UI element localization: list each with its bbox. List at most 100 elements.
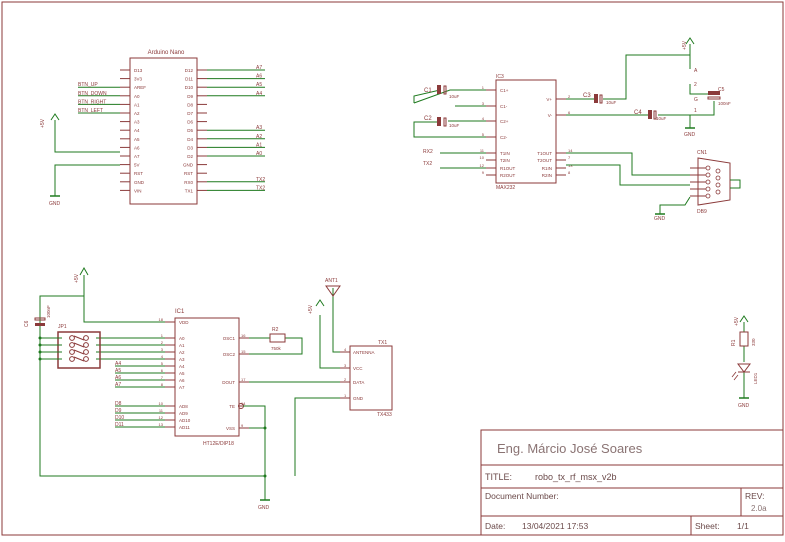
led-5v-label: +5V [734,316,740,326]
c2-wires [413,120,486,138]
max232-left-pin-label: C1+ [500,88,509,93]
arduino-body [129,57,198,205]
dip-contact [83,356,89,362]
max232-right-pin-number: 2 [568,94,571,99]
encoder-left-pin-number: 6 [161,368,164,373]
sheet-value: 1/1 [737,521,749,531]
encoder-right-pin-number: 15 [241,349,246,354]
tx-module-pin-label: ANTENNA [353,350,375,355]
arduino-left-pin-label: A0 [134,94,140,99]
max232-left-pin-number: 1 [482,85,485,90]
r2-ref: R2 [272,327,279,333]
db9-name: DB9 [697,209,707,215]
max232-right-pin-number: 8 [568,170,571,175]
led-5v-arrow [739,315,749,323]
dip-contact [69,349,75,355]
arduino-net-label: A3 [256,125,262,131]
arduino-right-pin-label: D11 [185,77,193,82]
max232-left-pin-label: C1- [500,104,508,109]
c3-plate-b [599,94,603,104]
encoder-data-label: D10 [115,415,124,421]
c4-value: 10uF [656,116,667,121]
c1-plate-a [437,85,441,94]
arduino-left-pin-label: D13 [134,68,143,73]
encoder-left-pin-label: A4 [179,364,185,369]
c1-wires [413,89,486,107]
encoder-right-pin-number: 17 [241,377,246,382]
arduino-left-pin-label: RST [134,171,143,176]
arduino-left-pin-label: A1 [134,102,140,107]
max232-left-pin-number: 4 [482,116,485,121]
arduino-net-label: A6 [256,74,262,80]
dip-switch-body[interactable] [57,331,101,369]
max232-left-pin-label: T1IN [500,151,510,156]
max232-left-pin-label: C2+ [500,119,509,124]
led-block: +5V R1 330 LED1 GND [731,315,758,409]
max-rx-label: RX2 [423,149,433,155]
c1-ref: C1 [424,88,432,94]
antenna-label: ANT1 [325,278,338,284]
arduino-left-pin-label: A7 [134,154,140,159]
c3-plate-a [594,94,598,103]
arduino-gnd-wire [54,164,120,196]
title-block: Eng. Márcio José Soares TITLE: robo_tx_r… [480,429,784,536]
c6-plate-b [35,323,45,326]
dip-left-wires [40,337,62,360]
c2-ref: C2 [424,116,432,122]
arduino-gnd-label: GND [49,201,61,207]
arduino-right-pin-label: D6 [187,120,193,125]
c5-ref: C5 [718,87,725,93]
arduino-nano-block: Arduino Nano D133V3AREFA0A1A2A3A4A5A6A75… [40,50,265,207]
tx-5v-label: +5V [308,304,314,314]
arduino-left-pin-label: GND [134,180,145,185]
encoder-left-pin-number: 1 [161,333,164,338]
arduino-net-label: A4 [256,91,262,97]
arduino-net-label: A0 [256,151,262,157]
encoder-left-pin-label: A0 [179,336,185,341]
antenna-symbol [325,285,341,297]
encoder-left-pin-label: VDD [179,320,189,325]
r2-value: 750k [271,346,282,351]
dip-ref: JP1 [58,324,67,330]
max-5v-arrow [685,37,695,45]
arduino-net-label: TX2 [256,185,265,191]
max232-left-pin-number: 10 [480,155,485,160]
db9-pin [705,186,711,192]
max-serial-wires [440,152,486,169]
arduino-right-pin-label: D5 [187,128,193,133]
encoder-left-pin-number: 7 [161,375,164,380]
arduino-right-pin-label: D9 [187,94,193,99]
led-ref: LED1 [753,372,758,384]
arduino-right-pin-label: RST [184,171,193,176]
encoder-right-pin-label: VSS [226,426,235,431]
encoder-left-pin-label: A5 [179,371,185,376]
max-5v-label: +5V [682,40,688,50]
c4-plate-b [653,110,657,120]
max232-right-pin-number: 6 [568,110,571,115]
arduino-button-label: BTN_UP [78,82,98,88]
arduino-right-pin-label: D10 [185,85,194,90]
max232-block: IC3 MAX232 C1+1C1-3C2+4C2-5T1IN11T2IN10R… [413,37,741,222]
arduino-button-label: BTN_DOWN [78,91,107,97]
encoder-left-pin-label: A7 [179,385,185,390]
c1-value: 10uF [449,94,460,99]
encoder-left-pin-label: A2 [179,350,185,355]
c3-ref: C3 [583,93,591,99]
max232-right-pin-number: 7 [568,155,571,160]
dip-contact [69,335,75,341]
db9-pin [715,189,721,195]
encoder-body [174,317,240,437]
docnum-label: Document Number: [485,491,559,501]
max-pin-2: 2 [694,82,697,88]
c2-plate-a [437,117,441,126]
arduino-left-pin-label: 3V3 [134,77,143,82]
tx-5v-arrow [315,299,325,307]
c5-plate-b [707,96,721,100]
arduino-name: Arduino Nano [148,50,185,56]
dip-contact [83,349,89,355]
max-pin-a: A [694,68,698,74]
encoder-left-pin-number: 2 [161,340,164,345]
max232-left-pin-label: R2OUT [500,173,516,178]
arduino-left-pin-label: A6 [134,145,140,150]
